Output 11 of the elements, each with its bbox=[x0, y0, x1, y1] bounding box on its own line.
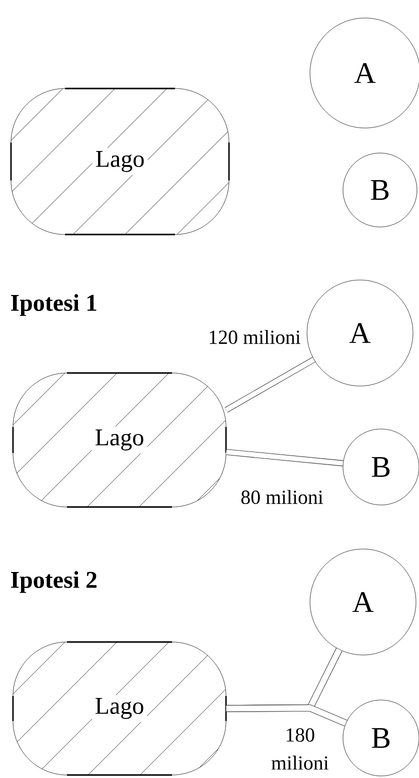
edge-label: 120 milioni bbox=[207, 328, 302, 346]
section-title: Ipotesi 1 bbox=[11, 294, 96, 316]
edge-label: 180 milioni bbox=[259, 727, 341, 771]
pipe bbox=[226, 449, 344, 466]
section-title: Ipotesi 2 bbox=[11, 571, 96, 593]
edge-label: 80 milioni bbox=[240, 488, 324, 506]
pipe bbox=[226, 704, 348, 726]
circle-node: A bbox=[310, 548, 416, 656]
circle-node: A bbox=[306, 280, 414, 386]
pipe bbox=[224, 357, 316, 413]
circle-node: B bbox=[342, 152, 418, 228]
